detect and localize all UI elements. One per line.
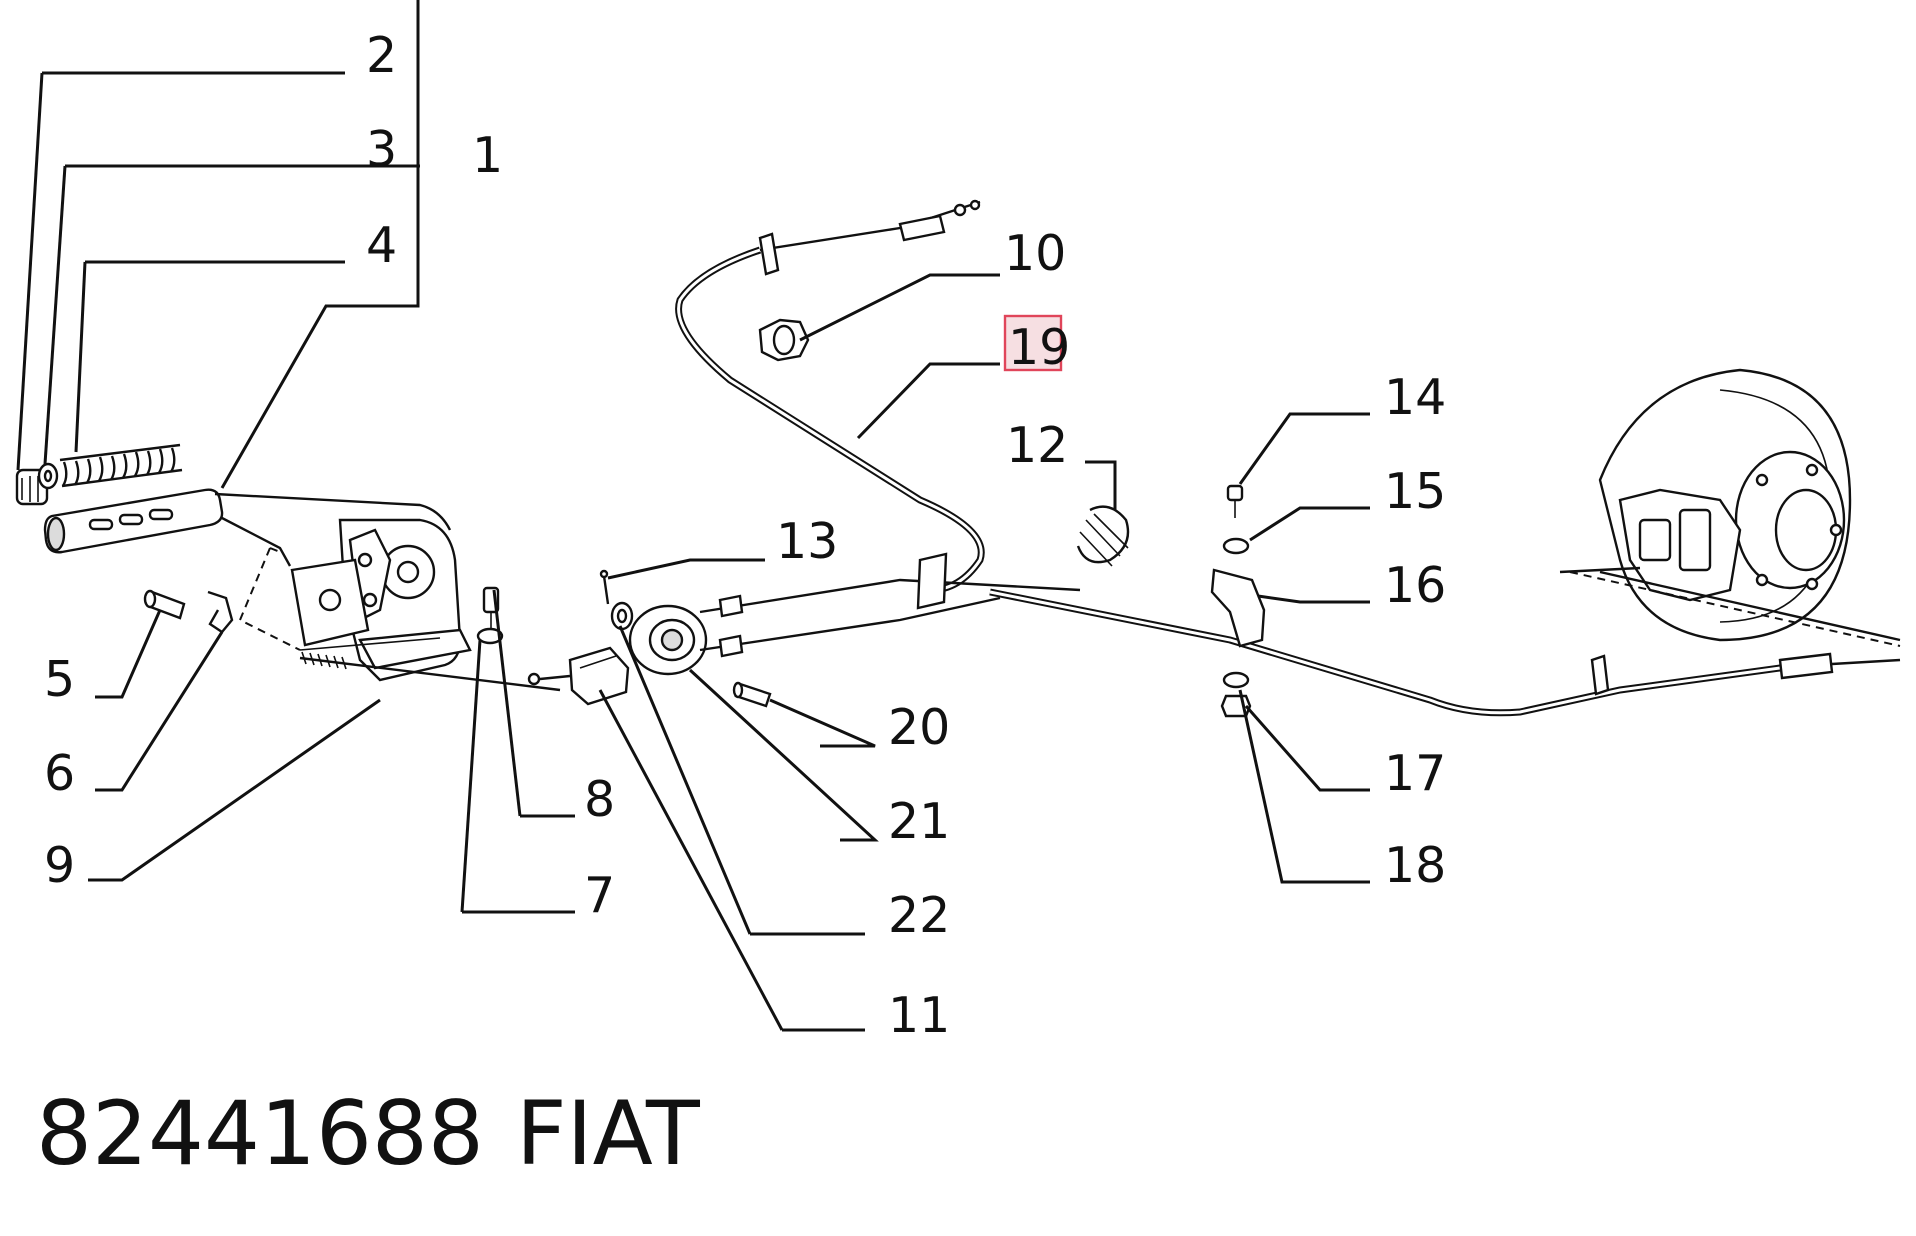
rear-brake-disc (1559, 368, 1901, 647)
lever-grip (43, 488, 224, 554)
brand-name: FIAT (516, 1082, 701, 1185)
callout-7[interactable]: 7 (584, 867, 615, 924)
cable-grommet (758, 318, 810, 362)
callout-2[interactable]: 2 (366, 27, 397, 84)
assembly-outline (238, 547, 301, 651)
callout-5[interactable]: 5 (44, 651, 75, 708)
callout-17[interactable]: 17 (1384, 745, 1446, 802)
callout-19[interactable]: 19 (1008, 319, 1070, 376)
callout-21[interactable]: 21 (888, 793, 950, 850)
lever-spring (59, 443, 183, 488)
callout-12[interactable]: 12 (1006, 417, 1068, 474)
callout-13[interactable]: 13 (776, 513, 838, 570)
split-pin (599, 569, 610, 605)
lever-washer (37, 462, 59, 490)
callout-3[interactable]: 3 (366, 121, 397, 178)
callout-14[interactable]: 14 (1384, 369, 1446, 426)
callout-20[interactable]: 20 (888, 699, 950, 756)
callout-9[interactable]: 9 (44, 837, 75, 894)
pulley (628, 604, 708, 676)
callout-4[interactable]: 4 (366, 217, 397, 274)
callout-22[interactable]: 22 (888, 887, 950, 944)
callout-numbers: 1 2 3 4 5 6 7 8 9 10 11 12 13 14 15 16 1… (44, 27, 1446, 1044)
bracket-bolt (1226, 484, 1244, 518)
small-washer (610, 601, 634, 631)
callout-8[interactable]: 8 (584, 771, 615, 828)
pulley-pin (732, 681, 772, 708)
callout-16[interactable]: 16 (1384, 557, 1446, 614)
callout-10[interactable]: 10 (1004, 225, 1066, 282)
bracket-washer-lower (1222, 671, 1250, 689)
callout-1[interactable]: 1 (472, 127, 503, 184)
washer (476, 627, 504, 645)
pin (143, 589, 186, 620)
callout-18[interactable]: 18 (1384, 837, 1446, 894)
clip (207, 590, 234, 634)
callout-11[interactable]: 11 (888, 987, 950, 1044)
leader-lines (16, 0, 1370, 1032)
front-cable (675, 199, 985, 594)
callout-19-highlight (1003, 314, 1063, 372)
equalizer (527, 646, 630, 706)
bracket-washer (1222, 537, 1250, 555)
parts-illustration (15, 199, 1901, 718)
cable-bracket (1210, 568, 1266, 648)
threaded-rod (299, 651, 561, 692)
callout-15[interactable]: 15 (1384, 463, 1446, 520)
rear-cables (699, 552, 1901, 717)
part-number: 82441688 (36, 1082, 484, 1185)
callout-6[interactable]: 6 (44, 745, 75, 802)
spring-clip (1076, 505, 1130, 567)
lever-assembly (214, 492, 472, 682)
